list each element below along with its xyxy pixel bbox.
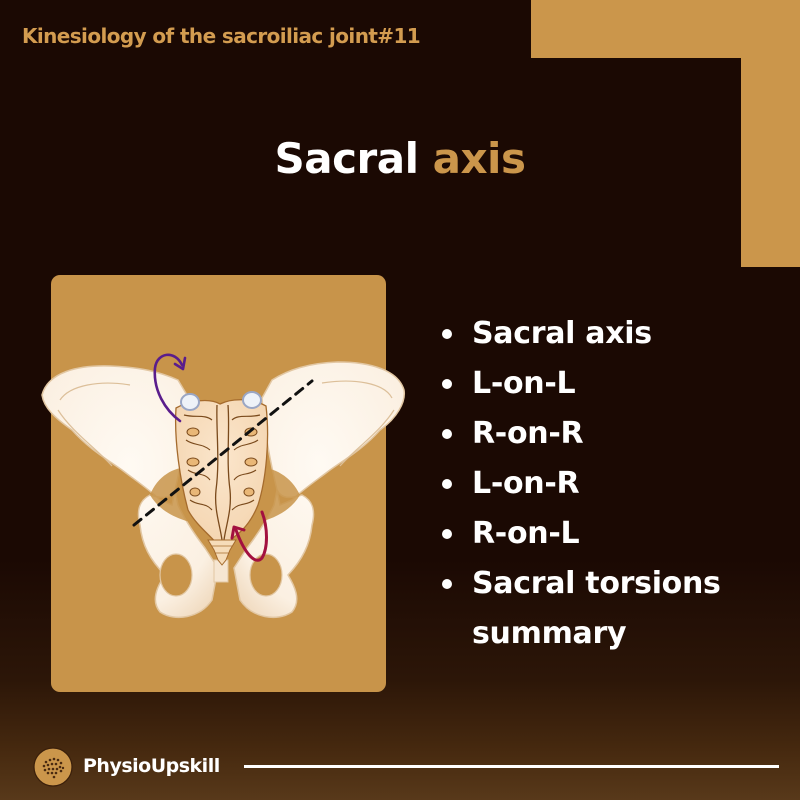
- left-hip-bone: [41, 365, 219, 619]
- footer-divider: [244, 765, 779, 768]
- series-title: Kinesiology of the sacroiliac joint#11: [22, 24, 421, 48]
- pelvis-illustration: [41, 353, 405, 619]
- bullet-icon: [442, 429, 452, 439]
- brain-icon: [33, 747, 73, 787]
- right-hip-bone: [233, 361, 405, 619]
- topic-item: Sacral torsions: [438, 559, 721, 609]
- bullet-icon: [442, 479, 452, 489]
- sacrum: [174, 391, 269, 566]
- topic-item-continuation: summary: [472, 616, 627, 651]
- decorative-side-bar: [741, 0, 800, 267]
- rotation-arrow-red: [230, 510, 268, 562]
- page-title: Sacral axis: [0, 134, 800, 183]
- bullet-icon: [442, 529, 452, 539]
- topic-item: Sacral axis: [438, 309, 721, 359]
- topic-item: R-on-L: [438, 509, 721, 559]
- bullet-icon: [442, 579, 452, 589]
- brand-name: PhysioUpskill: [83, 755, 220, 777]
- title-primary: Sacral: [274, 134, 419, 183]
- bullet-icon: [442, 379, 452, 389]
- title-accent: axis: [432, 134, 526, 183]
- topic-item: L-on-R: [438, 459, 721, 509]
- bullet-icon: [442, 329, 452, 339]
- topic-item: R-on-R: [438, 409, 721, 459]
- topic-list: Sacral axis L-on-L R-on-R L-on-R R-on-L …: [438, 309, 721, 659]
- sacral-axis-line: [132, 379, 314, 527]
- topic-item: L-on-L: [438, 359, 721, 409]
- rotation-arrow-purple: [153, 353, 187, 423]
